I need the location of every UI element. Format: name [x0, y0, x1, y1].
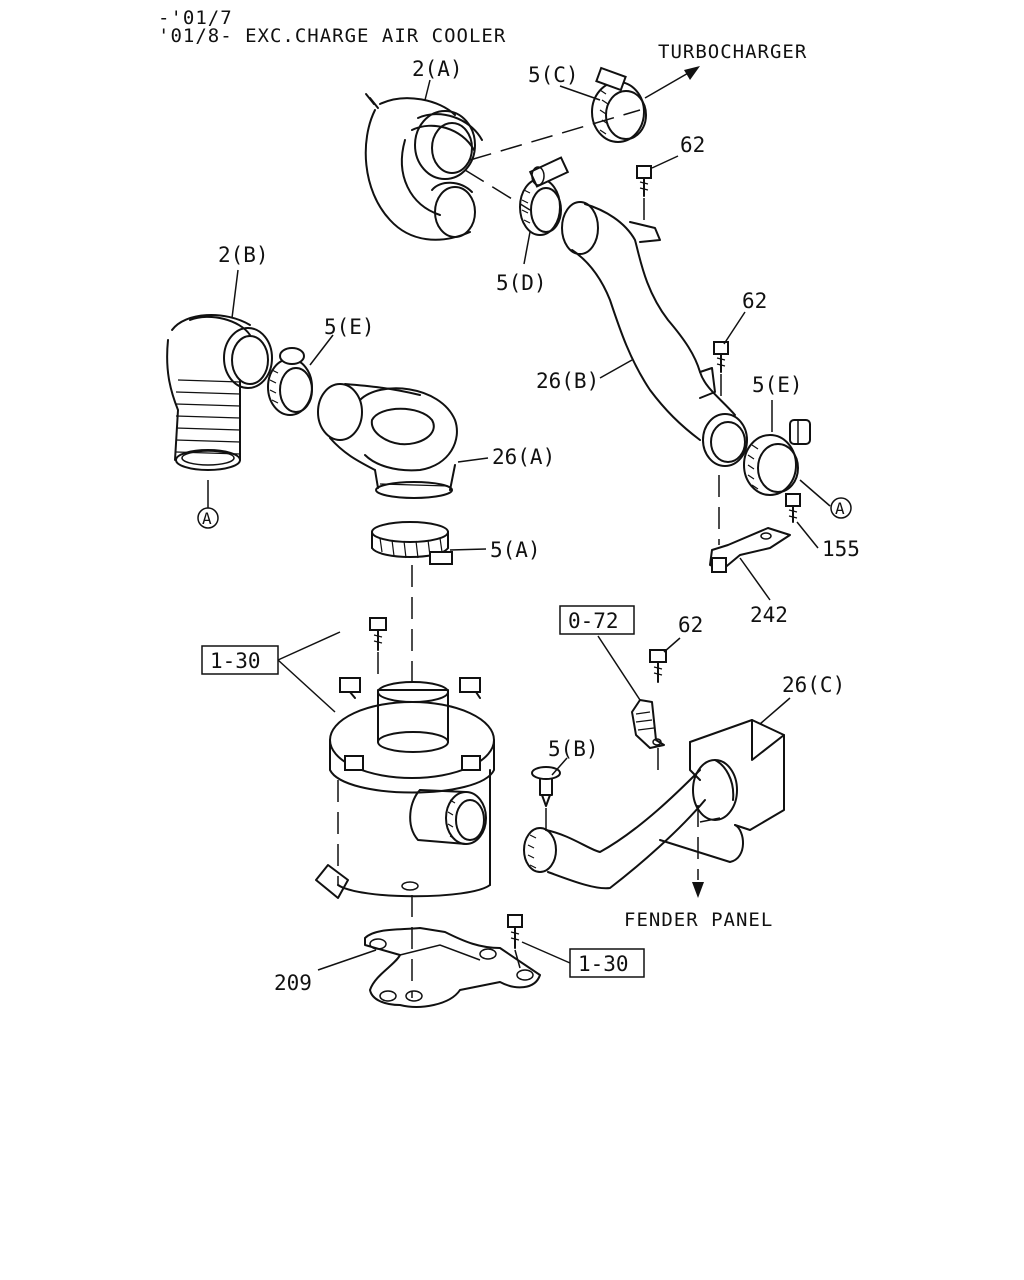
ref-1-30-bottom-text: 1-30 [578, 952, 629, 976]
header-date-range: -'01/7 [158, 7, 233, 29]
turbocharger-label: TURBOCHARGER [658, 41, 807, 63]
clamp-5e-right [743, 419, 811, 496]
bracket-242 [709, 475, 791, 573]
label-2b: 2(B) [218, 243, 269, 267]
label-62-top: 62 [680, 133, 705, 157]
fender-panel-label: FENDER PANEL [624, 909, 773, 931]
clamp-5c [591, 66, 647, 143]
connector-a-right-circle [830, 497, 852, 519]
clamp-5e-left [267, 347, 313, 416]
fender-panel-direction: FENDER PANEL [624, 805, 773, 931]
label-5e-right: 5(E) [752, 373, 803, 397]
callout-labels: 2(A) 5(C) 62 5(D) 2(B) 5(E) 62 26(B) 5(E… [218, 57, 860, 995]
bracket-209-bolt [507, 914, 523, 969]
clamp-5a [371, 521, 453, 565]
ref-1-30-top-text: 1-30 [210, 649, 261, 673]
clip-5b [531, 766, 561, 830]
connector-marks: A A [197, 497, 852, 529]
connector-a-left-circle [197, 507, 219, 529]
hose-2b [166, 314, 273, 471]
bolt-62-mid [713, 341, 729, 400]
label-5a: 5(A) [490, 538, 541, 562]
turbocharger-direction: TURBOCHARGER [644, 41, 807, 99]
connector-a-right: A [835, 499, 845, 518]
label-5e-left: 5(E) [324, 315, 375, 339]
label-26c: 26(C) [782, 673, 845, 697]
leader-lines [207, 79, 831, 971]
diagram-header: -'01/7 '01/8- EXC.CHARGE AIR COOLER [158, 7, 506, 47]
duct-26a [317, 383, 458, 499]
label-209: 209 [274, 971, 312, 995]
label-2a: 2(A) [412, 57, 463, 81]
pipe-26b [561, 201, 748, 467]
pipe-26c [523, 719, 785, 890]
label-5b: 5(B) [548, 737, 599, 761]
bracket-209 [364, 895, 541, 1008]
label-242: 242 [750, 603, 788, 627]
boxed-references: 0-72 1-30 1-30 [201, 605, 645, 978]
label-5c: 5(C) [528, 63, 579, 87]
label-26b: 26(B) [536, 369, 599, 393]
bolt-155 [785, 493, 801, 523]
air-cleaner [315, 677, 495, 899]
header-applicability: '01/8- EXC.CHARGE AIR COOLER [158, 25, 506, 47]
ref-0-72-text: 0-72 [568, 609, 619, 633]
label-62-low: 62 [678, 613, 703, 637]
connector-a-left: A [202, 509, 212, 528]
ref-box-1-30-bottom[interactable]: 1-30 [569, 948, 645, 978]
label-26a: 26(A) [492, 445, 555, 469]
label-155: 155 [822, 537, 860, 561]
bracket-0-72-part [631, 699, 665, 770]
label-5d: 5(D) [496, 271, 547, 295]
bolt-62-low [649, 649, 667, 683]
arrow-down-icon [692, 882, 704, 898]
ref-box-0-72[interactable]: 0-72 [559, 605, 635, 635]
ref-box-1-30-top[interactable]: 1-30 [201, 645, 279, 675]
clamp-5d [519, 156, 570, 236]
label-62-mid: 62 [742, 289, 767, 313]
hose-2a [364, 93, 483, 241]
bolt-62-top [636, 165, 652, 225]
air-cleaner-top-bolt [369, 617, 387, 680]
arrow-right-icon [684, 66, 700, 80]
